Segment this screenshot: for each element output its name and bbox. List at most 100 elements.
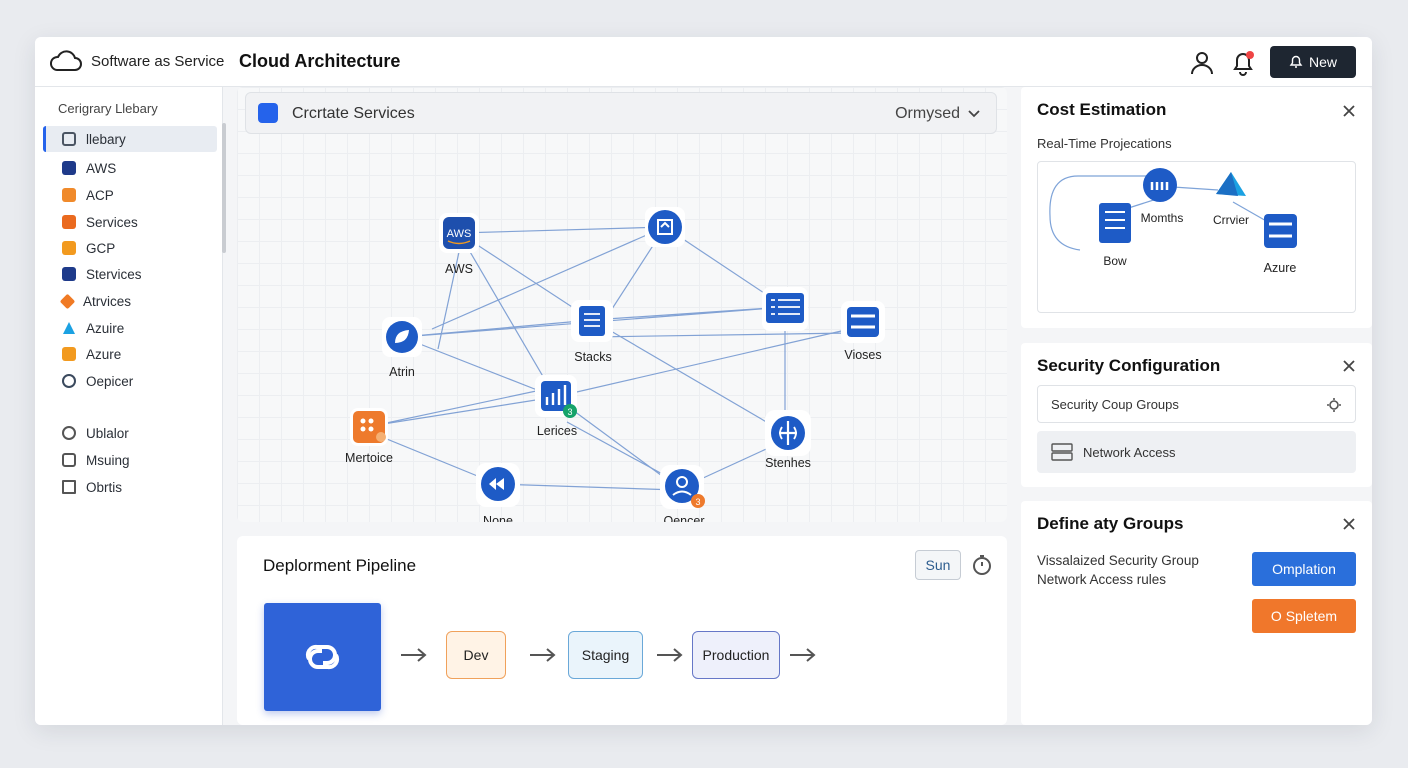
pipeline-title: Deplorment Pipeline bbox=[263, 556, 417, 575]
pipeline-source-tile[interactable] bbox=[264, 603, 381, 711]
cost-label-azure: Azure bbox=[1264, 261, 1297, 275]
node-ticket[interactable] bbox=[645, 207, 685, 247]
cost-label-bow: Bow bbox=[1103, 254, 1127, 268]
services-bar[interactable]: Crcrtate Services Ormysed bbox=[245, 92, 997, 134]
node-stenhes[interactable]: Stenhes bbox=[765, 410, 811, 470]
stage-production[interactable]: Production bbox=[692, 631, 780, 679]
sidebar-item-oepicer[interactable]: Oepicer bbox=[43, 368, 217, 394]
deployment-pipeline-card: Deplorment Pipeline Sun Dev Staging Prod… bbox=[237, 536, 1007, 725]
architecture-graph: AWS AWS Atrin Stacks bbox=[345, 207, 885, 522]
sidebar-item-ublalor[interactable]: Ublalor bbox=[43, 420, 217, 446]
node-vioses[interactable]: Vioses bbox=[841, 301, 885, 362]
security-configuration-panel: Security Configuration Security Coup Gro… bbox=[1021, 343, 1372, 487]
acp-icon bbox=[62, 188, 76, 202]
stage-dev[interactable]: Dev bbox=[446, 631, 506, 679]
sidebar-item-gcp[interactable]: GCP bbox=[43, 235, 217, 261]
aws-logo-icon: AWS bbox=[447, 228, 472, 240]
node-list[interactable] bbox=[762, 287, 808, 331]
top-bar: Software as Service Cloud Architecture N… bbox=[35, 37, 1372, 87]
node-label: Stacks bbox=[574, 350, 612, 364]
cost-subtitle: Real-Time Projecations bbox=[1037, 136, 1172, 151]
timer-icon[interactable] bbox=[971, 554, 993, 576]
close-icon[interactable] bbox=[1342, 104, 1356, 118]
arrow-right-icon bbox=[401, 648, 427, 662]
sidebar-item-aws[interactable]: AWS bbox=[43, 155, 217, 181]
sidebar-item-label: GCP bbox=[86, 240, 116, 256]
gcp-icon bbox=[62, 241, 76, 255]
cost-diagram-graph: Bow Momths Crrvier Azure bbox=[1049, 168, 1297, 275]
sidebar-item-label: Msuing bbox=[86, 452, 130, 468]
notification-bell-icon[interactable] bbox=[1229, 49, 1257, 77]
azure-server-icon bbox=[1264, 214, 1297, 248]
sidebar-item-msuing[interactable]: Msuing bbox=[43, 447, 217, 473]
node-label: AWS bbox=[445, 262, 473, 276]
sidebar-item-label: AWS bbox=[86, 160, 117, 176]
node-label: Lerices bbox=[537, 424, 577, 438]
system-button[interactable]: O Spletem bbox=[1252, 599, 1356, 633]
services-bar-label: Crcrtate Services bbox=[292, 105, 415, 122]
node-label: Vioses bbox=[844, 348, 881, 362]
stage-staging[interactable]: Staging bbox=[568, 631, 643, 679]
sidebar-item-label: Oepicer bbox=[86, 373, 134, 389]
node-aws[interactable]: AWS AWS bbox=[439, 213, 479, 276]
completion-button[interactable]: Omplation bbox=[1252, 552, 1356, 586]
sidebar-item-services[interactable]: Services bbox=[43, 209, 217, 235]
node-oencer[interactable]: 3 Oencer bbox=[660, 465, 705, 522]
run-button[interactable]: Sun bbox=[915, 550, 961, 580]
badge-count: 3 bbox=[695, 497, 700, 507]
sidebar-item-label: Services bbox=[86, 214, 138, 230]
sidebar-item-label: Ublalor bbox=[86, 425, 129, 441]
sidebar: Cerigrary Llebary llebary AWS ACP Servic… bbox=[35, 87, 226, 725]
node-label: Stenhes bbox=[765, 456, 811, 470]
chevron-down-icon bbox=[968, 110, 980, 118]
bell-small-icon bbox=[1289, 55, 1303, 68]
app-window: Software as Service Cloud Architecture N… bbox=[35, 37, 1372, 725]
node-none[interactable]: None bbox=[476, 463, 520, 522]
services-dropdown[interactable]: Ormysed bbox=[895, 105, 980, 123]
close-icon[interactable] bbox=[1342, 517, 1356, 531]
sidebar-item-label: Atrvices bbox=[83, 293, 132, 309]
server-rack-icon bbox=[1051, 443, 1073, 461]
services-icon bbox=[62, 215, 76, 229]
sidebar-item-stervices[interactable]: Stervices bbox=[43, 261, 217, 287]
sidebar-item-label: Stervices bbox=[86, 266, 142, 282]
status-badge bbox=[691, 494, 705, 508]
node-stacks[interactable]: Stacks bbox=[571, 300, 613, 364]
sidebar-item-acp[interactable]: ACP bbox=[43, 182, 217, 208]
user-icon[interactable] bbox=[1189, 50, 1215, 76]
cost-label-months: Momths bbox=[1141, 211, 1184, 225]
close-icon[interactable] bbox=[1342, 359, 1356, 373]
aws-icon bbox=[62, 161, 76, 175]
settings-icon[interactable] bbox=[1327, 398, 1341, 412]
bow-icon bbox=[1099, 203, 1131, 243]
architecture-canvas[interactable]: AWS AWS Atrin Stacks bbox=[237, 87, 1007, 522]
node-mertoice[interactable]: Mertoice bbox=[345, 408, 393, 465]
cost-diagram: Bow Momths Crrvier Azure bbox=[1037, 161, 1356, 313]
sidebar-item-azuire[interactable]: Azuire bbox=[43, 315, 217, 341]
sidebar-item-azure[interactable]: Azure bbox=[43, 341, 217, 367]
services-bar-icon bbox=[258, 103, 278, 123]
sidebar-item-obrtis[interactable]: Obrtis bbox=[43, 474, 217, 500]
sidebar-item-atrvices[interactable]: Atrvices bbox=[43, 288, 217, 314]
network-access-row[interactable]: Network Access bbox=[1037, 431, 1356, 473]
sidebar-item-label: Obrtis bbox=[86, 479, 123, 495]
chart-icon bbox=[541, 381, 571, 411]
new-button-label: New bbox=[1308, 54, 1337, 70]
new-button[interactable]: New bbox=[1270, 46, 1356, 78]
sidebar-item-label: Azuire bbox=[86, 320, 125, 336]
arrow-right-icon bbox=[530, 648, 556, 662]
sidebar-scrollbar[interactable] bbox=[222, 123, 226, 253]
define-description: Vissalaized Security Group Network Acces… bbox=[1037, 553, 1199, 587]
cost-label-carvier: Crrvier bbox=[1213, 213, 1249, 227]
sidebar-item-library[interactable]: llebary bbox=[43, 126, 217, 152]
cost-title: Cost Estimation bbox=[1037, 100, 1167, 119]
define-groups-panel: Define aty Groups Vissalaized Security G… bbox=[1021, 501, 1372, 725]
atrvices-icon bbox=[59, 293, 76, 309]
node-atrin[interactable]: Atrin bbox=[382, 317, 422, 379]
library-icon bbox=[62, 132, 76, 146]
node-lerices[interactable]: 3 Lerices bbox=[535, 375, 577, 438]
sidebar-title: Cerigrary Llebary bbox=[58, 101, 158, 116]
list-icon bbox=[766, 293, 804, 323]
security-groups-row[interactable]: Security Coup Groups bbox=[1037, 385, 1356, 423]
stervices-icon bbox=[62, 267, 76, 281]
